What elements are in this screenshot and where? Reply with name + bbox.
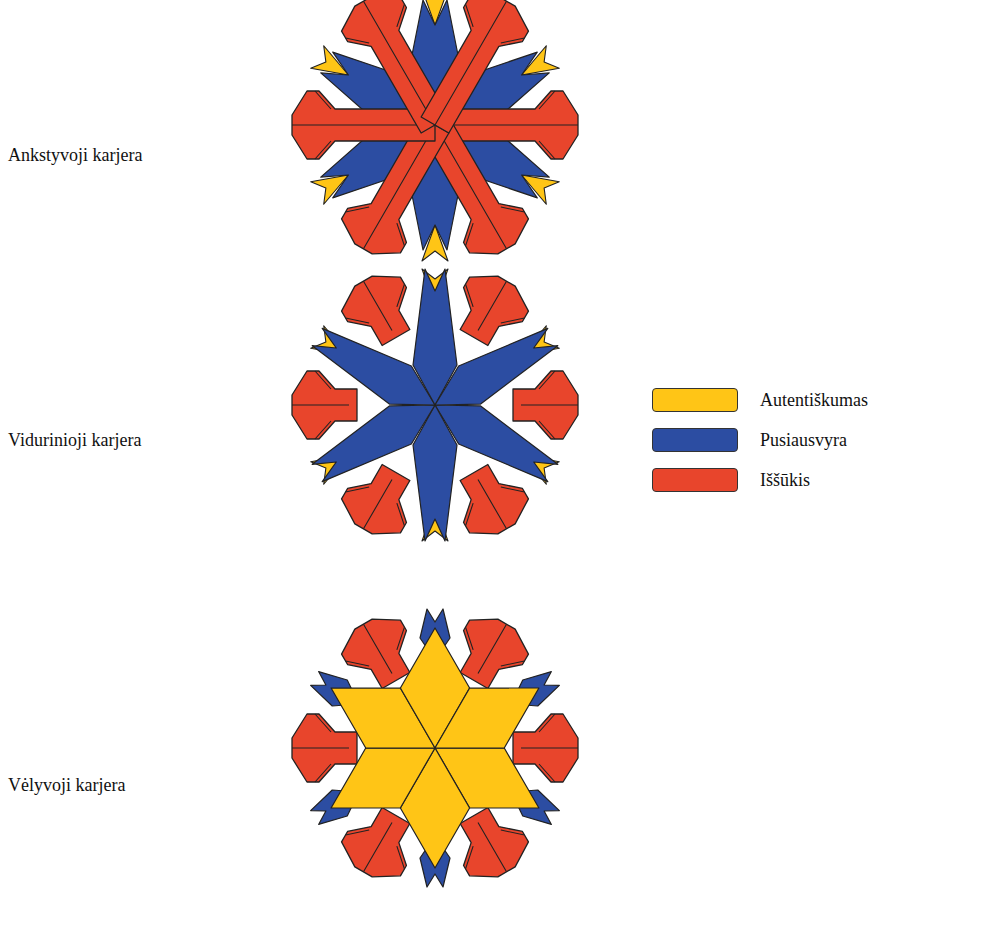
middle-snowflake: [292, 264, 578, 546]
legend-swatch: [652, 428, 738, 452]
early-snowflake: [292, 0, 578, 266]
legend-text: Autentiškumas: [760, 390, 868, 411]
stage-label: Ankstyvoji karjera: [8, 145, 142, 166]
late-snowflake: [292, 607, 578, 889]
stage-label: Vidurinioji karjera: [8, 430, 141, 451]
stage-label: Vėlyvoji karjera: [8, 775, 125, 796]
legend-row: Autentiškumas: [652, 388, 868, 412]
legend-row: Pusiausvyra: [652, 428, 847, 452]
legend-text: Iššūkis: [760, 470, 810, 491]
legend-text: Pusiausvyra: [760, 430, 847, 451]
legend-swatch: [652, 468, 738, 492]
legend-row: Iššūkis: [652, 468, 810, 492]
legend-swatch: [652, 388, 738, 412]
